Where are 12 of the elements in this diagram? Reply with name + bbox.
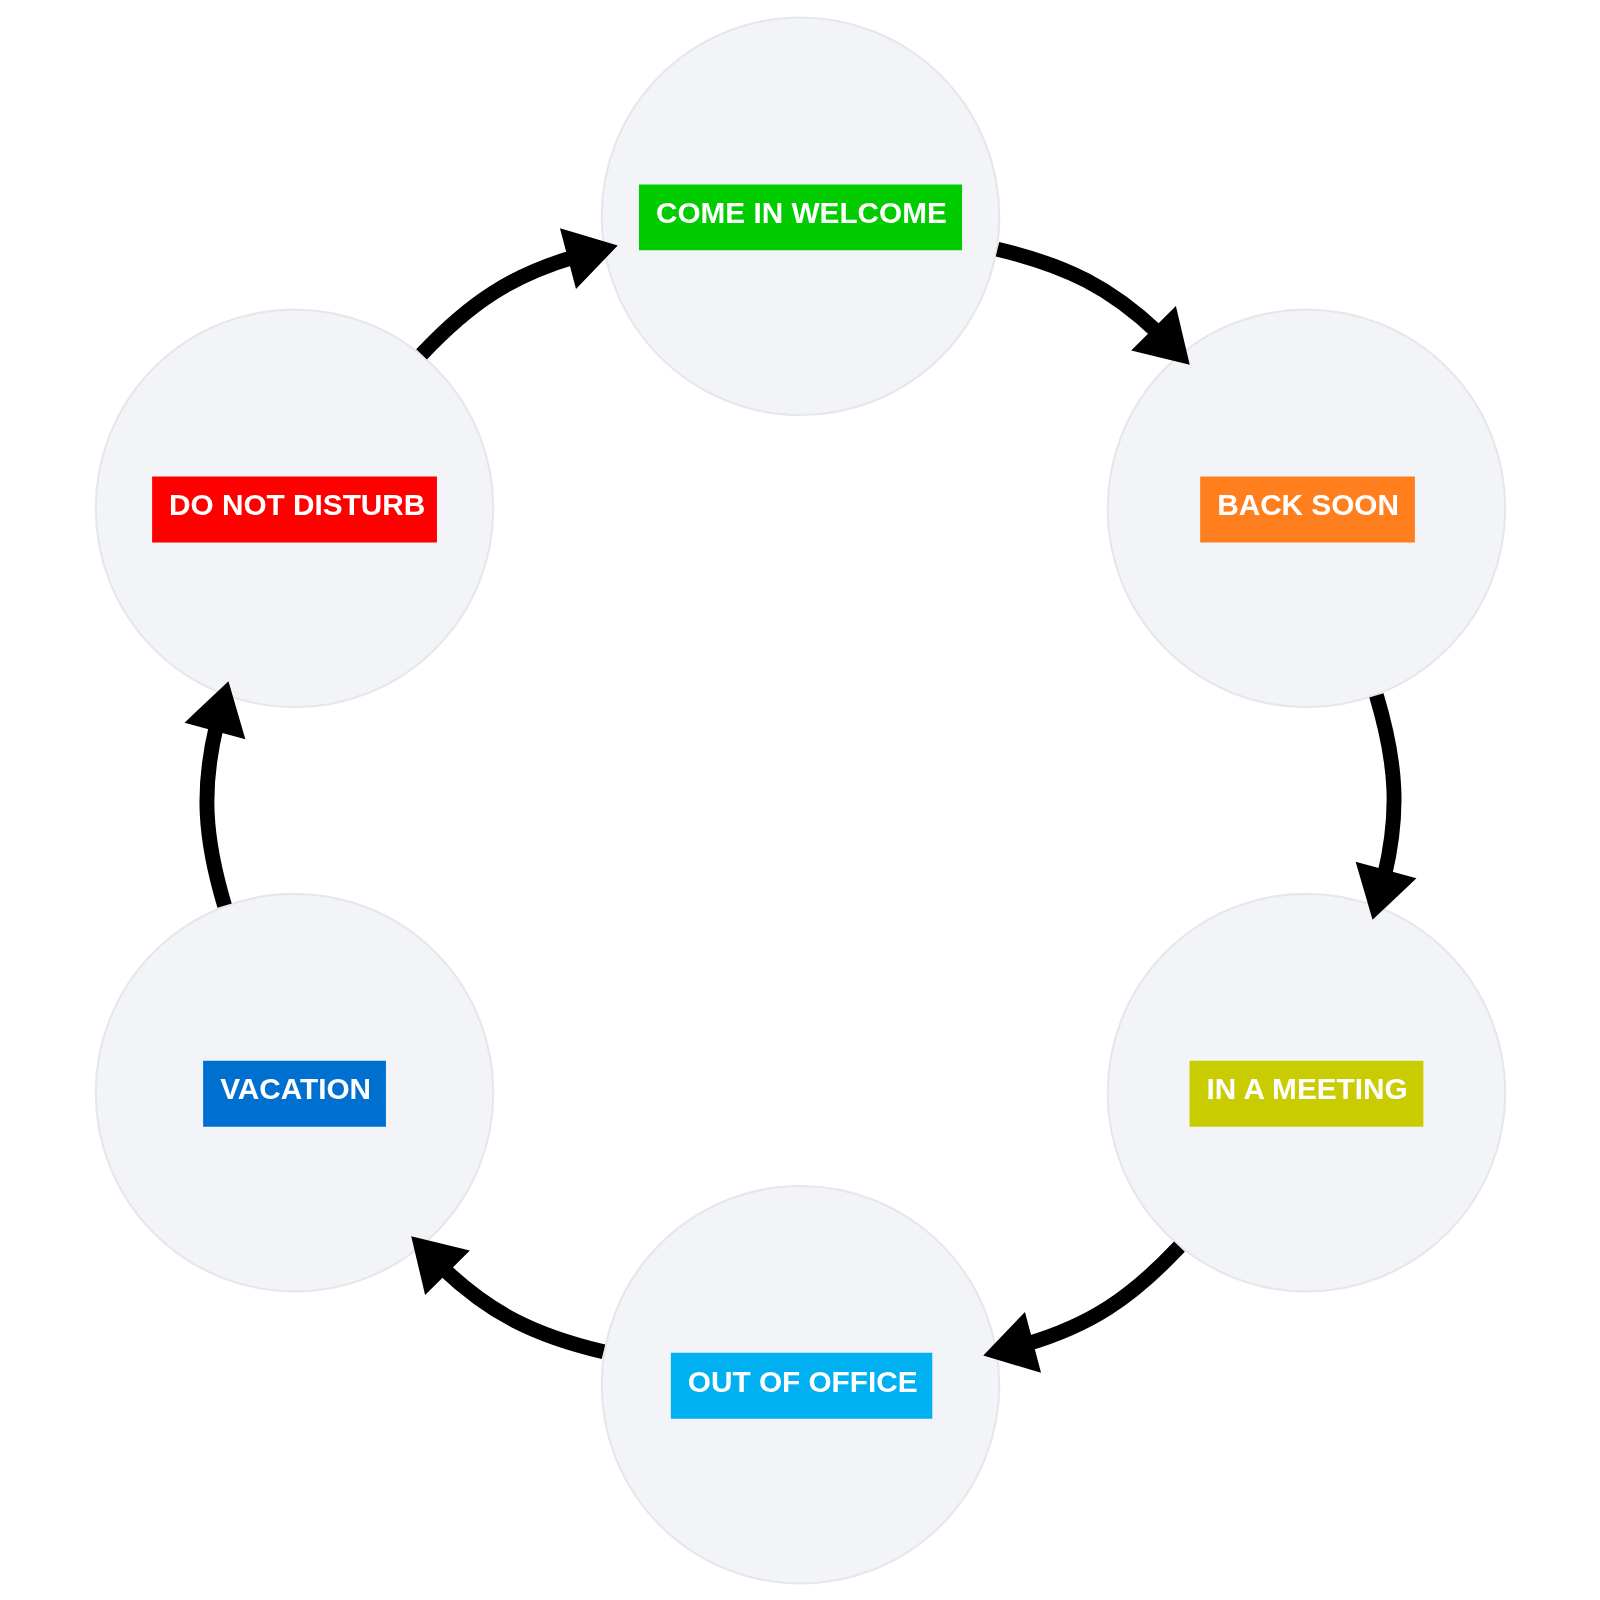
- node-circle: DO NOT DISTURB: [94, 308, 494, 708]
- arrow: [415, 227, 618, 359]
- arrow: [1355, 692, 1416, 920]
- arrow: [184, 680, 245, 908]
- node-circle: OUT OF OFFICE: [600, 1184, 1000, 1585]
- node-circle: COME IN WELCOME: [600, 15, 1000, 416]
- node-circle: VACATION: [94, 892, 494, 1292]
- node-circle: BACK SOON: [1106, 308, 1506, 708]
- node-circle: IN A MEETING: [1106, 892, 1506, 1292]
- arrow: [995, 241, 1190, 365]
- arrow: [410, 1235, 605, 1359]
- arrow: [982, 1241, 1185, 1373]
